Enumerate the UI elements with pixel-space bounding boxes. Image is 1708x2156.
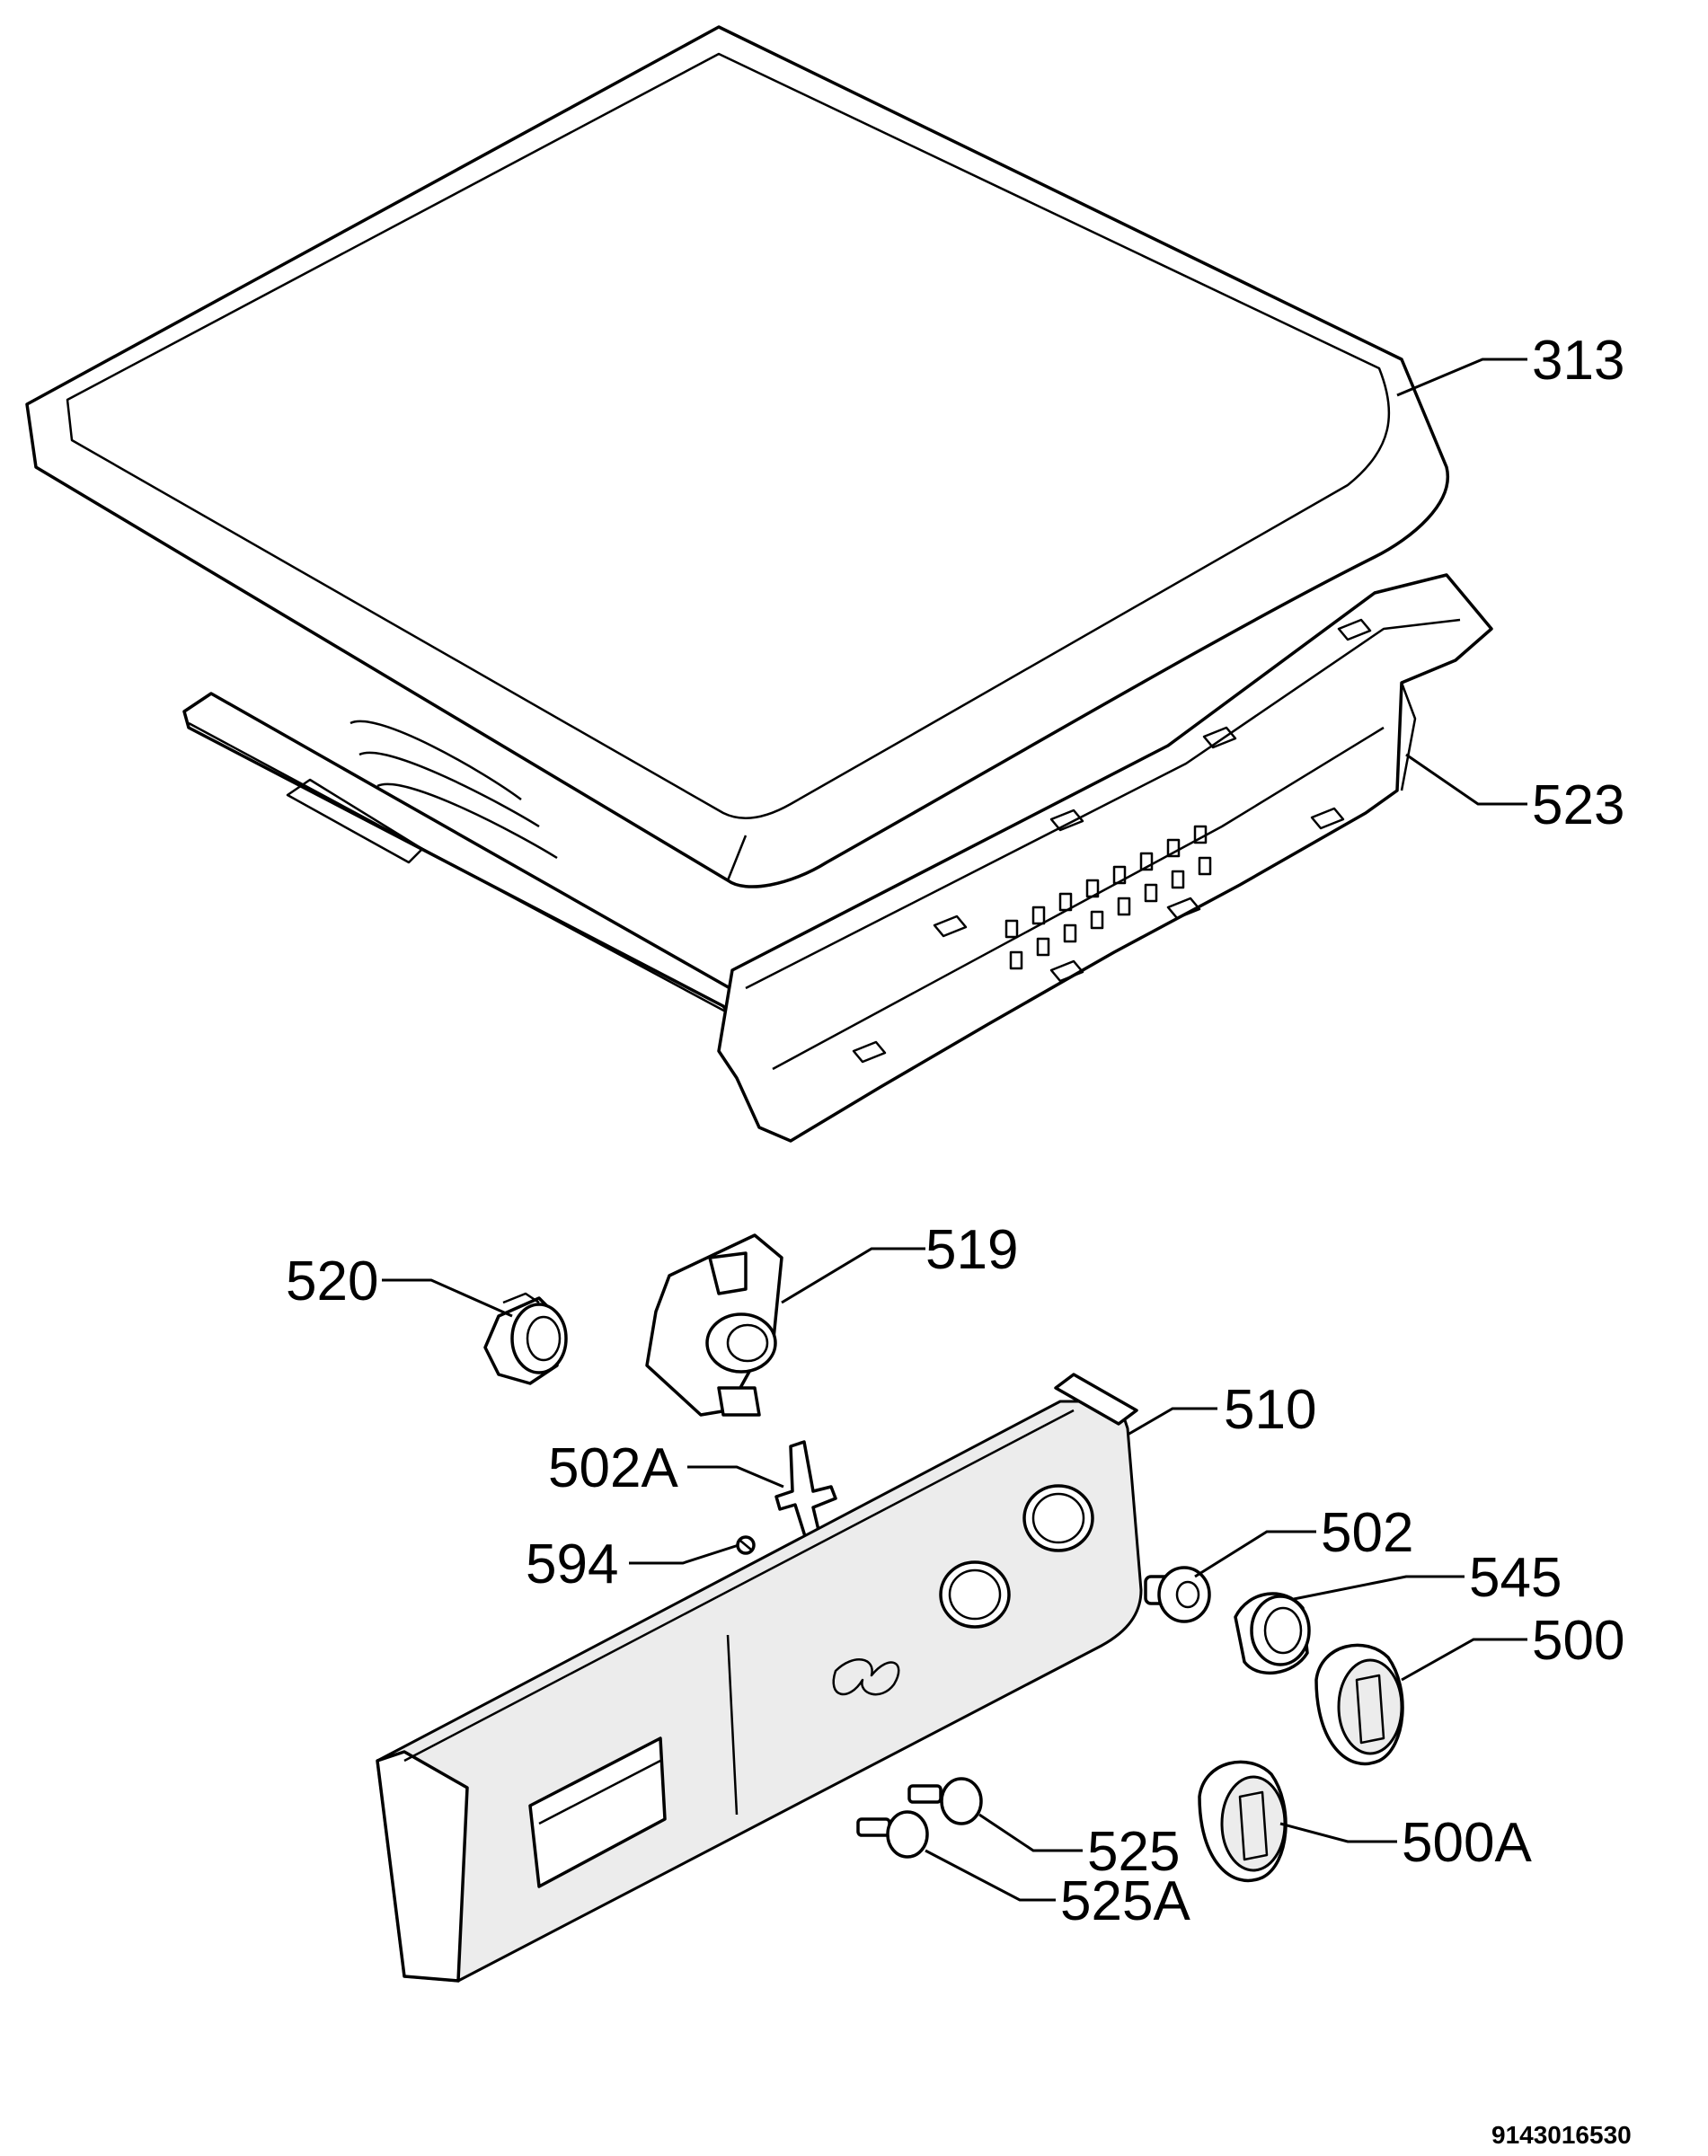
part-545-ring [1234, 1592, 1311, 1675]
part-523-panel-frame [182, 573, 1493, 1143]
leader-502 [1194, 1530, 1316, 1578]
callout-510: 510 [1224, 1379, 1316, 1441]
part-313-worktop [25, 25, 1450, 888]
callout-500: 500 [1532, 1610, 1624, 1672]
part-500A-knob [1198, 1760, 1288, 1883]
part-502-shaft [1144, 1566, 1211, 1623]
callout-519: 519 [925, 1219, 1018, 1281]
leader-545 [1293, 1575, 1465, 1601]
callout-520: 520 [286, 1250, 378, 1312]
callout-525A: 525A [1060, 1870, 1190, 1932]
drawing-code: 9143016530 [1491, 2121, 1632, 2149]
callout-525: 525 [1087, 1821, 1180, 1883]
part-520-connector [483, 1292, 568, 1385]
callout-labels: 313 523 520 519 510 502A 594 502 545 500… [286, 330, 1624, 1932]
callout-502: 502 [1321, 1502, 1413, 1564]
callout-313: 313 [1532, 330, 1624, 392]
callout-523: 523 [1532, 774, 1624, 836]
leader-525 [978, 1813, 1083, 1852]
leader-500 [1401, 1638, 1527, 1682]
leader-lines [382, 358, 1527, 1902]
leader-523 [1405, 753, 1527, 806]
part-525A-button [856, 1810, 929, 1859]
part-525-button [907, 1777, 983, 1825]
leader-500A [1279, 1822, 1397, 1843]
leader-525A [925, 1849, 1056, 1902]
part-594-pin [736, 1535, 756, 1555]
leader-594 [629, 1543, 739, 1565]
leader-520 [382, 1278, 513, 1318]
callout-594: 594 [526, 1533, 618, 1595]
part-500-knob [1314, 1643, 1404, 1766]
part-519-bracket [645, 1233, 783, 1417]
leader-519 [781, 1247, 925, 1304]
leader-313 [1396, 358, 1527, 397]
callout-502A: 502A [548, 1437, 678, 1499]
part-510-control-panel [376, 1373, 1143, 1983]
callout-545: 545 [1469, 1547, 1562, 1609]
callout-500A: 500A [1402, 1812, 1532, 1874]
leader-510 [1127, 1407, 1217, 1436]
leader-502A [687, 1465, 784, 1489]
